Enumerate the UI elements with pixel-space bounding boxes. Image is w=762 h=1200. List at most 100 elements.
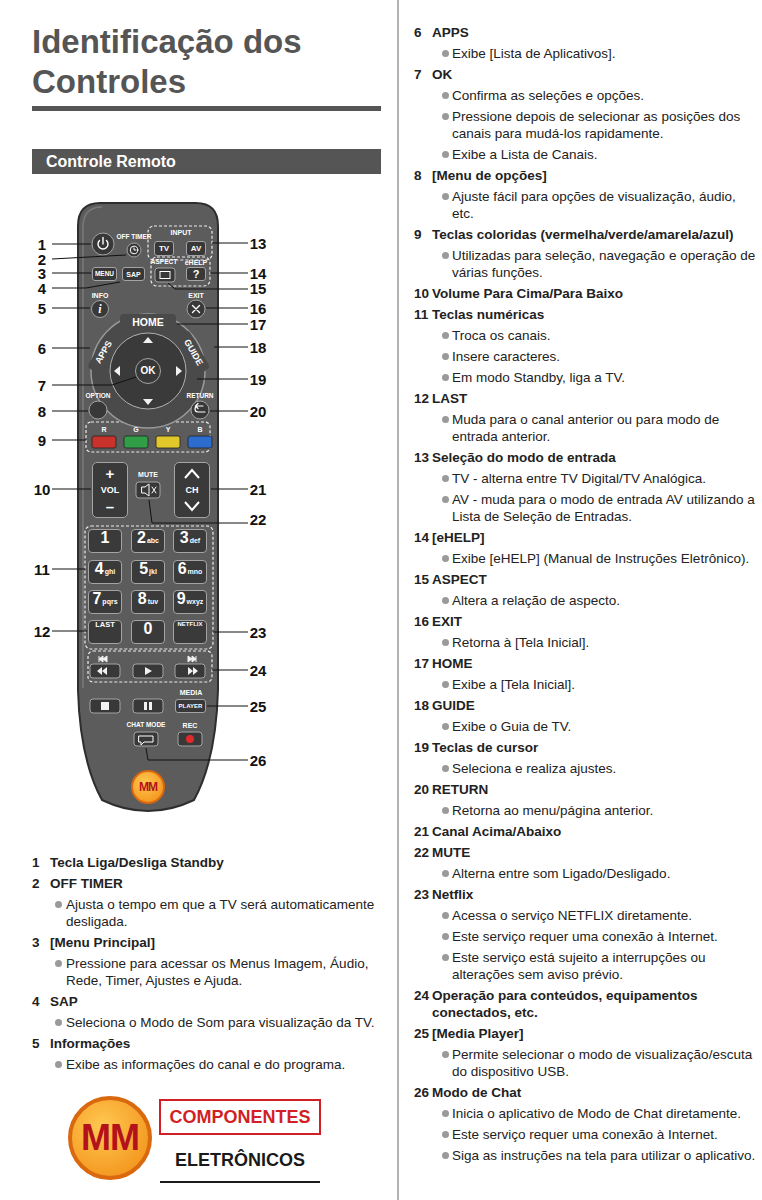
bullet-text: Altera a relação de aspecto.: [452, 592, 756, 609]
callout-number: 20: [250, 404, 267, 419]
item-title: Operação para conteúdos, equipamentos co…: [432, 987, 756, 1021]
transport-icons: [97, 667, 107, 675]
color-keys: [156, 436, 180, 448]
remote-logo: MM: [131, 770, 165, 804]
bullet-dot: [55, 1019, 62, 1026]
bullet-item: Muda para o canal anterior ou para modo …: [414, 411, 756, 445]
button-label: INPUT: [171, 229, 192, 236]
cursor-arrows: [143, 399, 153, 405]
transport-icons: [188, 656, 196, 662]
item-heading: 16EXIT: [414, 613, 756, 630]
bullet-item: Ajusta o tempo em que a TV será automati…: [32, 896, 378, 930]
bullet-item: Retorna à [Tela Inicial].: [414, 634, 756, 651]
bullet-dot: [442, 193, 449, 200]
color-keys: [124, 436, 148, 448]
leader-line: [213, 632, 248, 633]
button-label: REC: [183, 722, 198, 729]
node-subtext: abc: [147, 537, 159, 544]
leader-line: [52, 243, 248, 760]
bullet-dot: [442, 597, 449, 604]
callout-number: 4: [38, 281, 46, 296]
button-icons: [139, 736, 153, 745]
item-heading: 24Operação para conteúdos, equipamentos …: [414, 987, 756, 1021]
number-key: 9wxyz: [173, 590, 207, 614]
number-key: 5jkl: [131, 560, 165, 584]
callout-number: 15: [250, 281, 267, 296]
callout-number: 11: [34, 562, 50, 577]
bullet-text: Ajuste fácil para opções de visualização…: [452, 188, 756, 222]
item-title: Informações: [50, 1035, 378, 1052]
description-column: 1Tecla Liga/Desliga Standby2OFF TIMERAju…: [32, 850, 378, 1073]
item-heading: 2OFF TIMER: [32, 875, 378, 892]
node-text: AV: [191, 245, 202, 253]
item-number: 15: [414, 571, 432, 588]
bullet-dot: [55, 901, 62, 908]
leader-line: [146, 748, 248, 760]
item-heading: 9Teclas coloridas (vermelha/verde/amarel…: [414, 226, 756, 243]
item-title: Volume Para Cima/Para Baixo: [432, 285, 756, 302]
button-label: OPTION: [86, 393, 111, 400]
button-label: R: [101, 426, 106, 433]
description-item: 15ASPECT Altera a relação de aspecto.: [414, 571, 756, 609]
button-icons: [134, 248, 136, 250]
button-label: MEDIA: [180, 689, 203, 696]
bullet-dot: [442, 639, 449, 646]
bullet-text: Este serviço requer uma conexão à Intern…: [452, 1126, 756, 1143]
callout-number: 14: [250, 266, 267, 281]
icon-buttons: [178, 732, 202, 746]
item-title: Teclas de cursor: [432, 739, 756, 756]
bullet-text: AV - muda para o modo de entrada AV util…: [452, 491, 756, 525]
av-button: AV: [186, 241, 206, 256]
brand-frame: [160, 1100, 320, 1134]
chevron-icon: [185, 470, 199, 478]
leader-line: [52, 411, 88, 412]
bullet-dot: [442, 496, 449, 503]
leader-line: [214, 347, 248, 348]
node-text: CH: [186, 486, 199, 495]
leader-line: [52, 255, 126, 259]
bullet-text: Seleciona e realiza ajustes.: [452, 760, 756, 777]
menu-button: MENU: [92, 267, 117, 281]
leader-line: [212, 243, 248, 244]
item-heading: 26Modo de Chat: [414, 1084, 756, 1101]
page-rules: [32, 106, 381, 111]
callout-number: 2: [38, 252, 46, 267]
leader-line: [207, 706, 248, 707]
button-icons: [160, 272, 170, 279]
description-item: 4SAPSeleciona o Modo de Som para visuali…: [32, 993, 378, 1031]
callout-number: 12: [34, 624, 51, 639]
item-number: 17: [414, 655, 432, 672]
callout-number: 23: [250, 625, 267, 640]
description-item: 16EXIT Retorna à [Tela Inicial].: [414, 613, 756, 651]
number-key: 4ghi: [88, 560, 122, 584]
node-text: 1: [101, 530, 110, 546]
bullet-item: Acessa o serviço NETFLIX diretamente.: [414, 907, 756, 924]
node-subtext: jkl: [149, 568, 157, 575]
description-item: 19Teclas de cursorSeleciona e realiza aj…: [414, 739, 756, 777]
callout-number: 10: [34, 482, 51, 497]
bullet-item: Altera a relação de aspecto.: [414, 592, 756, 609]
item-number: 22: [414, 844, 432, 861]
ehelp-button: ?: [186, 267, 206, 281]
item-title: Canal Acima/Abaixo: [432, 823, 756, 840]
icon-buttons: [90, 664, 120, 678]
leader-line: [210, 273, 248, 274]
item-title: OFF TIMER: [50, 875, 378, 892]
item-number: 24: [414, 987, 432, 1021]
button-icons: [98, 238, 108, 250]
button-label: B: [197, 426, 202, 433]
item-heading: 15ASPECT: [414, 571, 756, 588]
leader-line: [52, 308, 90, 309]
item-heading: 17HOME: [414, 655, 756, 672]
home-button: HOME: [120, 314, 176, 330]
bullet-dot: [442, 92, 449, 99]
bullet-dot: [442, 954, 449, 961]
description-item: 20RETURNRetorna ao menu/página anterior.: [414, 781, 756, 819]
item-title: Netflix: [432, 886, 756, 903]
button-group-outline: [85, 526, 213, 649]
bullet-dot: [442, 1152, 449, 1159]
tv-button: TV: [154, 241, 174, 256]
bullet-item: TV - alterna entre TV Digital/TV Analógi…: [414, 470, 756, 487]
node-text: 4: [95, 561, 104, 577]
item-heading: 5Informações: [32, 1035, 378, 1052]
